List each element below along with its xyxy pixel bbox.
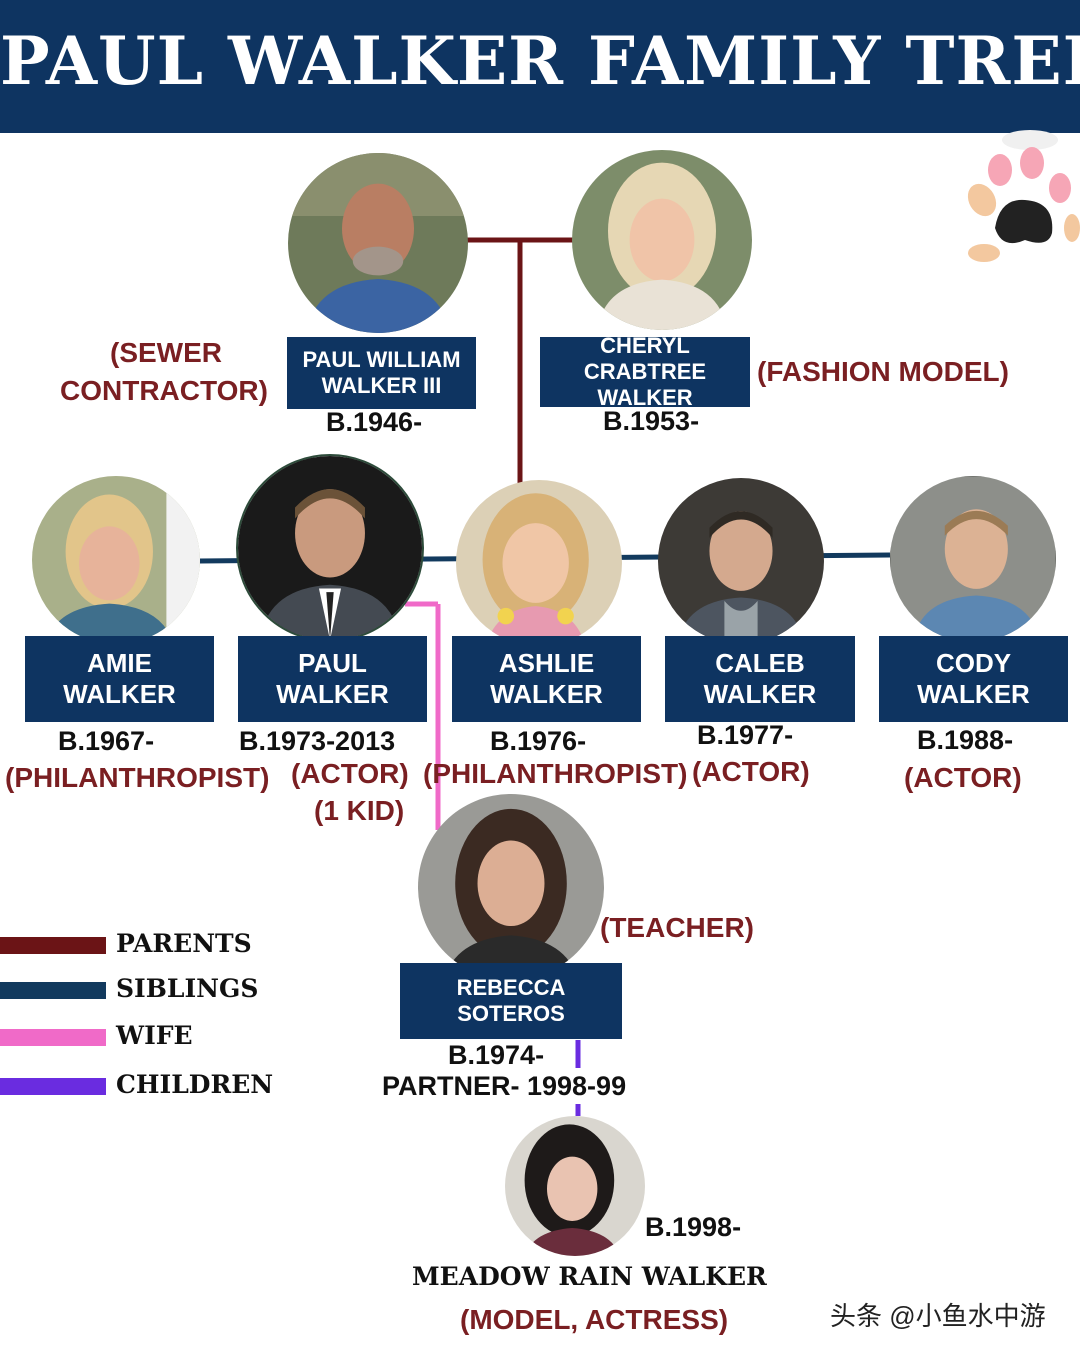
father-name-line2: WALKER III xyxy=(321,373,442,398)
caleb-photo xyxy=(658,478,824,644)
ashlie-photo xyxy=(456,480,622,646)
header-banner: PAUL WALKER FAMILY TREE xyxy=(0,0,1080,133)
amie-name-line1: AMIE xyxy=(87,648,152,679)
paw-print-icon xyxy=(967,130,1080,262)
rebecca-relation: PARTNER- 1998-99 xyxy=(382,1071,627,1101)
paul-photo xyxy=(236,454,424,642)
meadow-birth: B.1998- xyxy=(645,1212,742,1242)
caleb-role: (ACTOR) xyxy=(692,756,810,787)
rebecca-name-line2: SOTEROS xyxy=(457,1001,565,1026)
amie-photo xyxy=(32,476,200,644)
father-birth: B.1946- xyxy=(326,407,423,437)
paul-name-line2: WALKER xyxy=(276,679,389,709)
page-title: PAUL WALKER FAMILY TREE xyxy=(0,22,1080,100)
mother-role: (FASHION MODEL) xyxy=(757,356,1009,387)
rebecca-photo xyxy=(418,794,604,980)
paul-name-line1: PAUL xyxy=(298,648,367,679)
cody-name-box: CODY WALKER xyxy=(879,636,1068,722)
ashlie-birth: B.1976- xyxy=(490,726,587,756)
legend-children-swatch xyxy=(0,1078,106,1095)
father-role-line2: CONTRACTOR) xyxy=(60,375,268,406)
cody-role: (ACTOR) xyxy=(904,762,1022,793)
meadow-name: MEADOW RAIN WALKER xyxy=(412,1262,767,1291)
watermark: 头条 @小鱼水中游 xyxy=(830,1301,1046,1331)
meadow-photo xyxy=(505,1116,645,1256)
father-name-line1: PAUL WILLIAM xyxy=(302,347,461,373)
amie-role: (PHILANTHROPIST) xyxy=(5,762,270,793)
legend-wife-label: WIFE xyxy=(116,1021,193,1050)
rebecca-name-line1: REBECCA xyxy=(456,975,566,1001)
ashlie-name-box: ASHLIE WALKER xyxy=(452,636,641,722)
cody-photo xyxy=(890,476,1056,642)
amie-name-box: AMIE WALKER xyxy=(25,636,214,722)
caleb-birth: B.1977- xyxy=(697,720,794,750)
paul-role: (ACTOR) xyxy=(291,758,409,789)
wife-connector xyxy=(405,601,441,830)
father-role-line1: (SEWER xyxy=(110,337,222,368)
ashlie-name-line1: ASHLIE xyxy=(498,648,595,679)
paul-birth: B.1973-2013 xyxy=(239,726,396,756)
mother-photo xyxy=(572,150,752,330)
amie-name-line2: WALKER xyxy=(63,679,176,709)
legend-parents-swatch xyxy=(0,937,106,954)
parents-connector xyxy=(465,237,575,485)
cody-name-line2: WALKER xyxy=(917,679,1030,709)
mother-name-box: CHERYL CRABTREE WALKER xyxy=(540,333,750,410)
rebecca-role: (TEACHER) xyxy=(600,912,754,943)
father-photo xyxy=(288,153,468,333)
ashlie-name-line2: WALKER xyxy=(490,679,603,709)
mother-name-line1: CHERYL CRABTREE xyxy=(583,333,707,385)
legend-wife-swatch xyxy=(0,1029,106,1046)
mother-birth: B.1953- xyxy=(603,406,700,436)
father-name-box: PAUL WILLIAM WALKER III xyxy=(287,337,476,409)
meadow-role: (MODEL, ACTRESS) xyxy=(460,1304,729,1335)
amie-birth: B.1967- xyxy=(58,726,155,756)
paul-kid-note: (1 KID) xyxy=(314,795,405,826)
cody-birth: B.1988- xyxy=(917,725,1014,755)
rebecca-birth: B.1974- xyxy=(448,1040,545,1070)
legend-children-label: CHILDREN xyxy=(116,1070,274,1099)
caleb-name-box: CALEB WALKER xyxy=(665,636,855,722)
caleb-name-line2: WALKER xyxy=(703,679,817,709)
mother-name-line2: WALKER xyxy=(597,384,693,410)
ashlie-role: (PHILANTHROPIST) xyxy=(423,758,688,789)
legend-siblings-swatch xyxy=(0,982,106,999)
caleb-name-line1: CALEB xyxy=(715,648,805,679)
legend-siblings-label: SIBLINGS xyxy=(116,974,259,1003)
rebecca-name-box: REBECCA SOTEROS xyxy=(400,963,622,1039)
paul-name-box: PAUL WALKER xyxy=(238,636,427,722)
cody-name-line1: CODY xyxy=(935,648,1012,679)
legend-parents-label: PARENTS xyxy=(116,929,252,958)
